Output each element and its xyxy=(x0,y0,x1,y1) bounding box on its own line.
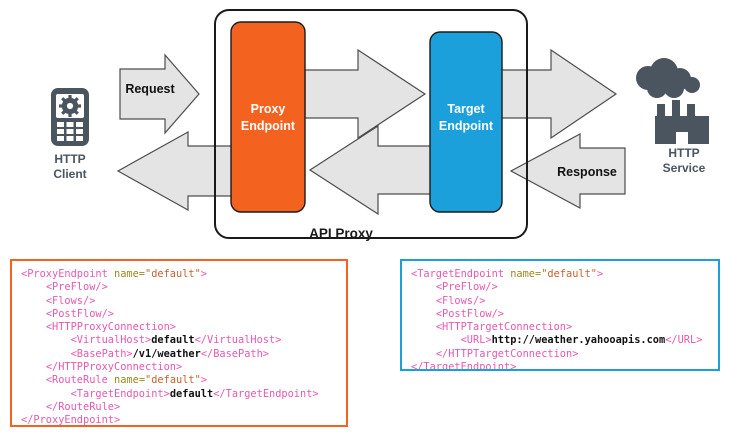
factory-cloud-icon xyxy=(636,58,709,144)
xml-line: </ProxyEndpoint> xyxy=(21,414,337,427)
xml-token-tag: <PreFlow/> xyxy=(435,281,498,294)
xml-line: <ProxyEndpoint name="default"> xyxy=(21,268,337,281)
xml-token-tag: <RouteRule xyxy=(45,374,115,387)
xml-token-val: "default" xyxy=(541,268,597,280)
xml-line: </HTTPTargetConnection> xyxy=(411,348,709,361)
xml-token-plain xyxy=(21,401,46,413)
xml-line: <PreFlow/> xyxy=(21,281,337,294)
request-arrow-shape xyxy=(119,53,200,135)
xml-token-val: "default" xyxy=(145,374,201,387)
xml-token-tag: </BasePath> xyxy=(200,347,270,360)
target-to-proxy-arrow-shape xyxy=(308,124,433,216)
flow-arrows xyxy=(116,48,626,216)
xml-token-plain xyxy=(21,308,46,320)
xml-token-tag: <PostFlow/> xyxy=(45,307,115,320)
xml-token-txt: default xyxy=(169,387,214,400)
xml-token-plain xyxy=(411,348,436,360)
xml-token-tag: <HTTPProxyConnection> xyxy=(45,321,176,334)
target-to-service-arrow-shape xyxy=(499,48,618,140)
xml-token-tag: </ProxyEndpoint> xyxy=(21,414,121,427)
xml-line: <PostFlow/> xyxy=(411,308,709,321)
target-endpoint-xml-panel: <TargetEndpoint name="default"> <PreFlow… xyxy=(400,259,720,371)
response-arrow-shape xyxy=(509,132,626,210)
xml-token-tag: </URL> xyxy=(665,334,703,347)
xml-line: <PreFlow/> xyxy=(411,281,709,294)
xml-token-tag: > xyxy=(200,268,207,280)
xml-token-tag: </TargetEndpoint> xyxy=(213,387,319,400)
xml-line: <URL>http://weather.yahooapis.com</URL> xyxy=(411,334,709,347)
xml-token-plain xyxy=(21,295,46,307)
xml-token-txt: default xyxy=(151,334,195,347)
xml-token-plain xyxy=(411,334,461,346)
xml-line: <BasePath>/v1/weather</BasePath> xyxy=(21,348,337,361)
xml-token-plain xyxy=(411,308,436,320)
xml-token-plain xyxy=(21,361,46,373)
xml-token-tag: > xyxy=(597,268,604,280)
xml-token-tag: </HTTPTargetConnection> xyxy=(435,347,579,360)
api-proxy-container xyxy=(214,9,528,239)
http-client-caption-line2: Client xyxy=(53,167,86,181)
xml-line: <PostFlow/> xyxy=(21,308,337,321)
xml-token-plain xyxy=(21,374,46,386)
xml-line: <TargetEndpoint name="default"> xyxy=(411,268,709,281)
xml-line: <TargetEndpoint>default</TargetEndpoint> xyxy=(21,388,337,401)
xml-line: </RouteRule> xyxy=(21,401,337,414)
xml-token-attr: name= xyxy=(114,374,146,387)
xml-token-tag: <ProxyEndpoint xyxy=(21,268,114,280)
xml-token-tag: <Flows/> xyxy=(45,294,96,307)
http-service-caption-line2: Service xyxy=(663,161,706,175)
xml-line: <Flows/> xyxy=(21,295,337,308)
xml-token-plain xyxy=(21,281,46,293)
xml-token-plain xyxy=(21,388,71,400)
proxy-endpoint-xml-panel: <ProxyEndpoint name="default"> <PreFlow/… xyxy=(10,259,348,427)
xml-token-attr: name= xyxy=(510,268,542,280)
xml-token-tag: > xyxy=(200,374,208,387)
xml-line: <Flows/> xyxy=(411,295,709,308)
xml-token-tag: <TargetEndpoint> xyxy=(70,387,170,400)
http-client-caption-line1: HTTP xyxy=(54,152,85,166)
xml-token-tag: </VirtualHost> xyxy=(194,334,282,347)
request-arrow-label: Request xyxy=(125,82,175,96)
xml-token-plain xyxy=(411,295,436,307)
xml-token-tag: <TargetEndpoint xyxy=(411,268,511,280)
xml-token-tag: <VirtualHost> xyxy=(70,334,152,347)
proxy-to-target-arrow-shape xyxy=(304,48,427,140)
xml-line: </TargetEndpoint> xyxy=(411,361,709,371)
xml-token-attr: name= xyxy=(114,268,145,280)
xml-line: <HTTPTargetConnection> xyxy=(411,321,709,334)
xml-line: </HTTPProxyConnection> xyxy=(21,361,337,374)
xml-token-plain xyxy=(411,321,436,333)
xml-token-tag: </RouteRule> xyxy=(45,400,121,413)
http-service-caption-line1: HTTP xyxy=(668,146,699,160)
client-return-arrow-shape xyxy=(116,130,234,212)
xml-token-plain xyxy=(21,334,71,346)
xml-token-plain xyxy=(21,348,71,360)
api-proxy-architecture-diagram: Proxy Endpoint Target Endpoint API Proxy… xyxy=(51,9,709,241)
xml-token-txt: /v1/weather xyxy=(132,347,201,360)
xml-token-tag: <BasePath> xyxy=(70,347,133,360)
xml-line: <RouteRule name="default"> xyxy=(21,374,337,387)
mobile-phone-icon xyxy=(51,88,89,146)
proxy-endpoint-label-line2: Endpoint xyxy=(241,119,296,133)
xml-token-tag: </HTTPProxyConnection> xyxy=(45,361,183,374)
xml-token-tag: </TargetEndpoint> xyxy=(411,361,517,371)
xml-token-tag: <URL> xyxy=(460,334,492,347)
response-arrow-label: Response xyxy=(557,165,617,179)
xml-token-tag: <PostFlow/> xyxy=(435,307,505,320)
xml-line: <HTTPProxyConnection> xyxy=(21,321,337,334)
target-endpoint-label-line1: Target xyxy=(447,102,485,116)
target-endpoint-label-line2: Endpoint xyxy=(439,119,494,133)
api-proxy-caption: API Proxy xyxy=(309,226,373,241)
proxy-endpoint-box[interactable] xyxy=(230,21,306,213)
xml-token-val: "default" xyxy=(145,268,201,280)
xml-token-tag: <Flows/> xyxy=(435,294,486,307)
xml-token-tag: <HTTPTargetConnection> xyxy=(435,321,573,334)
xml-token-plain xyxy=(411,281,436,293)
xml-token-txt: http://weather.yahooapis.com xyxy=(491,334,666,347)
target-endpoint-box[interactable] xyxy=(429,31,503,213)
xml-token-tag: <PreFlow/> xyxy=(45,281,108,294)
xml-token-plain xyxy=(21,321,46,333)
xml-line: <VirtualHost>default</VirtualHost> xyxy=(21,334,337,347)
proxy-endpoint-label-line1: Proxy xyxy=(251,102,286,116)
